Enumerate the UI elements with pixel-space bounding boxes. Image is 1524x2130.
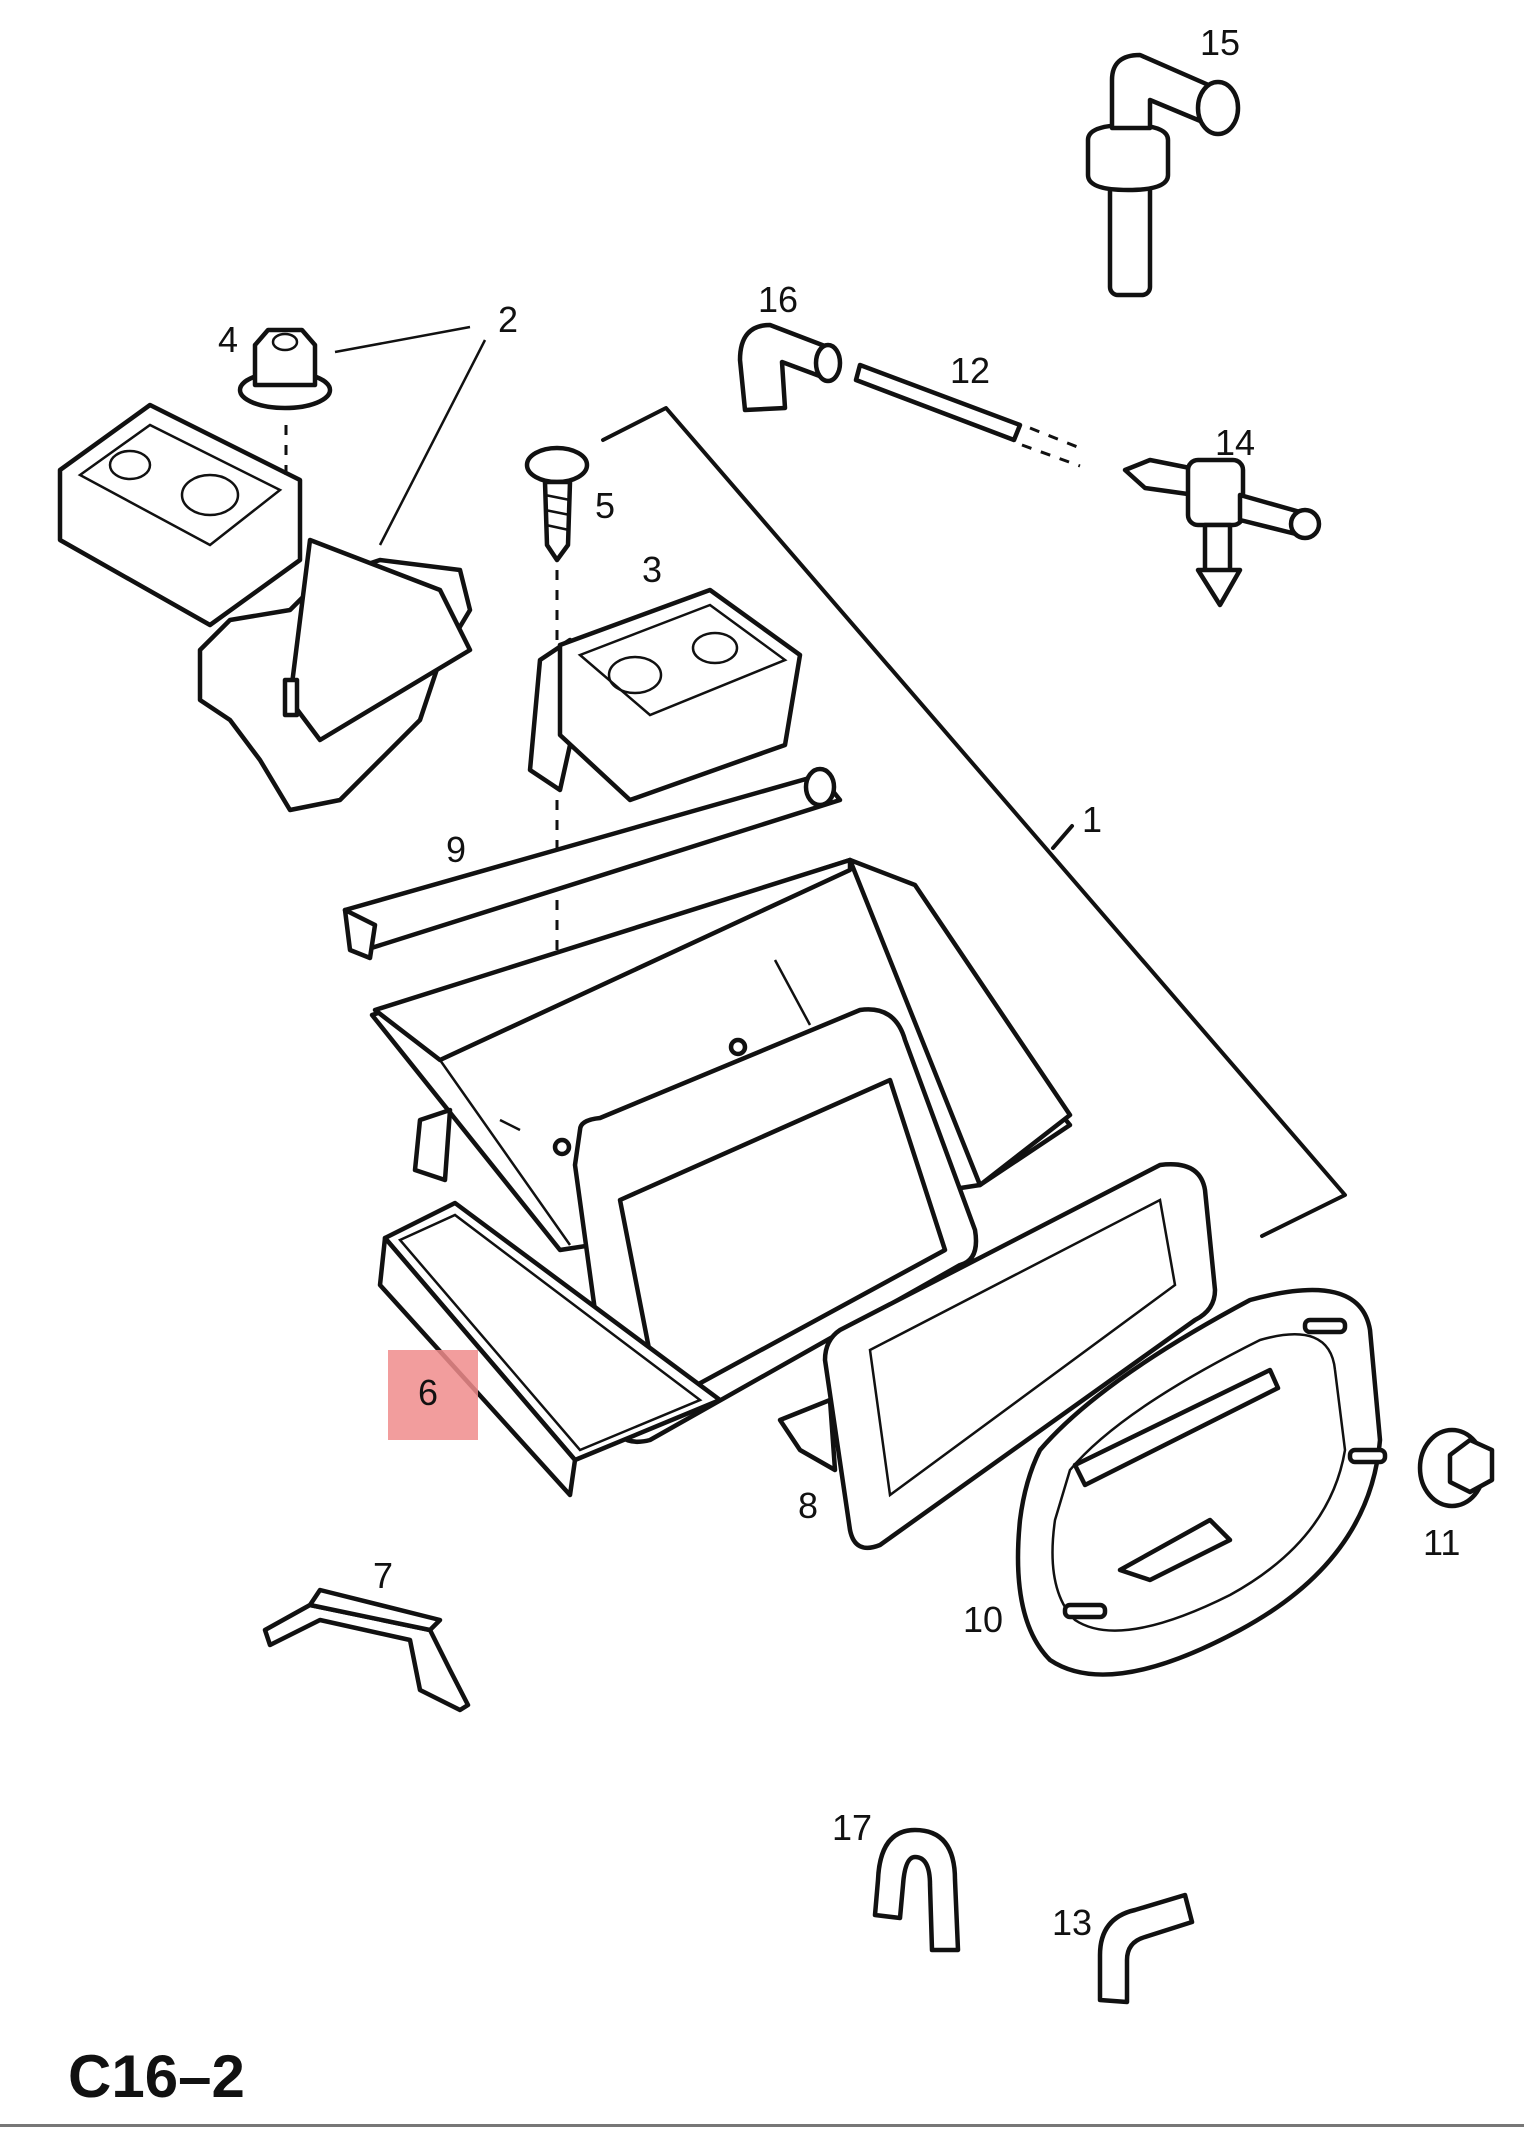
part-5-screw: [524, 445, 590, 650]
leader-lines-part-2: [334, 325, 487, 546]
housing-body: [369, 857, 1073, 1444]
callout-4: 4: [218, 319, 238, 360]
part-4-nut: [237, 327, 333, 480]
part-3-right-mount: [527, 587, 803, 1010]
callout-16: 16: [758, 279, 798, 320]
callout-8: 8: [798, 1485, 818, 1526]
part-7-clip: [262, 1587, 471, 1713]
callout-10: 10: [963, 1599, 1003, 1640]
callout-11: 11: [1423, 1522, 1460, 1563]
part-16-elbow-hose: [737, 322, 843, 413]
part-10-cover-frame: [1015, 1287, 1388, 1677]
callout-5: 5: [595, 485, 615, 526]
part-13-elbow-hose: [1097, 1892, 1195, 2005]
callout-9: 9: [446, 829, 466, 870]
diagram-code: C16–2: [68, 2043, 245, 2110]
callout-2: 2: [498, 299, 518, 340]
bracket-part-1: [601, 406, 1347, 1238]
part-8-gasket-frame: [777, 1162, 1218, 1551]
part-6-highlight-box: [388, 1350, 478, 1440]
callout-15: 15: [1200, 22, 1240, 63]
bottom-rule: [0, 2124, 1524, 2127]
part-9-seal-strip: [342, 766, 843, 961]
callout-7: 7: [373, 1555, 393, 1596]
callout-13: 13: [1052, 1902, 1092, 1943]
callout-12: 12: [950, 350, 990, 391]
callout-6: 6: [418, 1372, 438, 1413]
callout-14: 14: [1215, 422, 1255, 463]
callout-17: 17: [832, 1807, 872, 1848]
part-2-left-mount: [57, 402, 473, 813]
part-15-bent-tube: [1085, 52, 1241, 298]
callout-1: 1: [1082, 799, 1102, 840]
part-17-u-hose: [872, 1827, 961, 1953]
part-14-t-connector: [1122, 457, 1322, 608]
part-12-rod: [853, 362, 1086, 468]
part-11-nut: [1417, 1427, 1495, 1509]
callout-3: 3: [642, 549, 662, 590]
